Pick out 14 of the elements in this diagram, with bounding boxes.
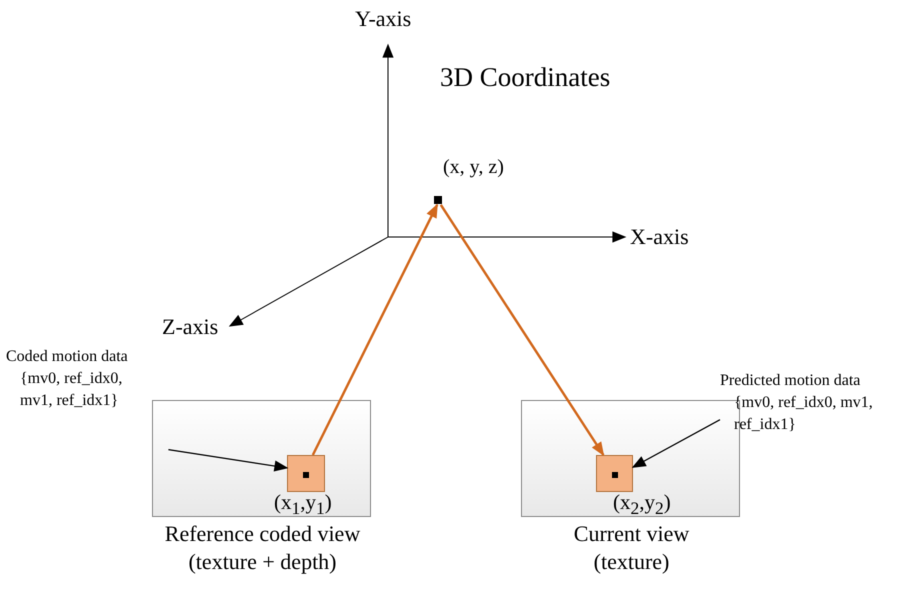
diagram-title: 3D Coordinates bbox=[440, 62, 610, 93]
view-caption: Current view (texture) bbox=[572, 520, 690, 576]
note-text: Coded motion data {mv0, ref_idx0, mv1, ref_idx1} bbox=[6, 346, 146, 416]
view-caption: Reference coded view (texture + depth) bbox=[164, 520, 362, 576]
coordinate-label: (x$_{2}$,y$_{2}$) bbox=[613, 490, 671, 520]
axis-label: X-axis bbox=[630, 224, 689, 250]
coordinate-label: (x, y, z) bbox=[443, 156, 504, 179]
arrow bbox=[312, 204, 438, 456]
arrow bbox=[168, 449, 288, 472]
axis-label: Y-axis bbox=[355, 6, 412, 32]
axis-label: Z-axis bbox=[162, 314, 218, 340]
arrow bbox=[440, 204, 604, 456]
coordinate-label: (x$_{1}$,y$_{1}$) bbox=[274, 490, 332, 520]
note-text: Predicted motion data {mv0, ref_idx0, mv1, ref_idx1} bbox=[720, 370, 890, 440]
